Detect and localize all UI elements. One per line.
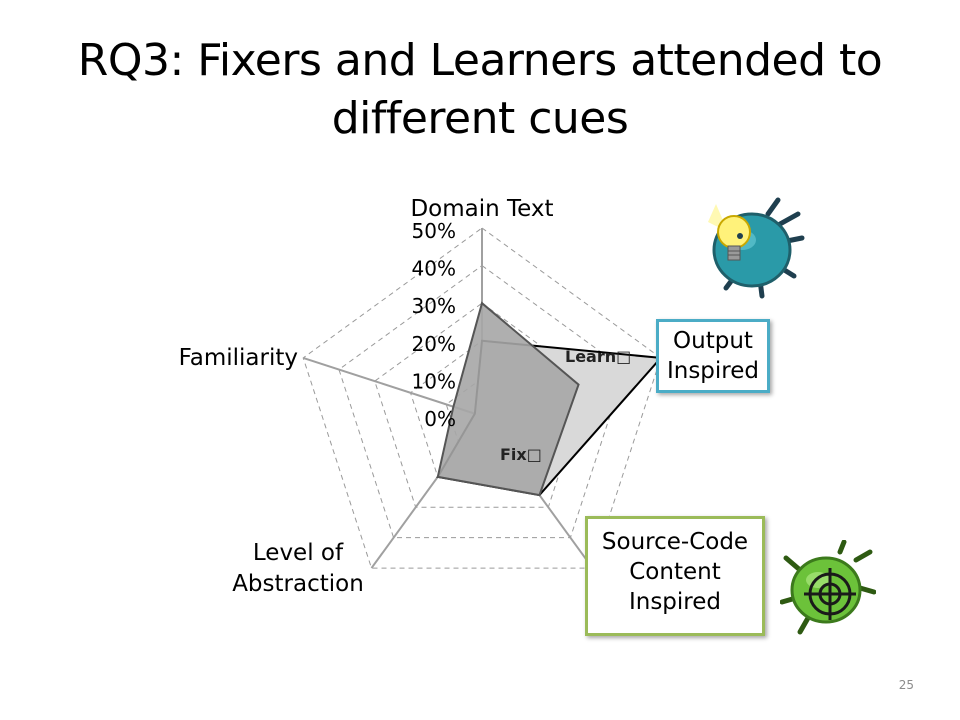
output-inspired-line-1: Output [673, 328, 753, 354]
page-number: 25 [898, 678, 914, 692]
output-inspired-line-2: Inspired [666, 358, 760, 384]
axis-label: Familiarity [179, 345, 298, 371]
radar-labels: Learn□ Fix□ 0% 10% 20% 30% 40% 50%Domain TextLe… [179, 196, 632, 597]
tick-label: 10% [412, 369, 456, 393]
source-code-inspired-line-1: Source-Code [601, 529, 749, 555]
grid-ring [302, 227, 662, 569]
slide-title-line-1: RQ3: Fixers and Learners attended to [77, 35, 883, 86]
axis-spoke [302, 356, 483, 417]
tick-label: 50% [412, 219, 456, 243]
lightbulb-bug-icon [708, 197, 805, 299]
tick-label: 0% [424, 407, 456, 431]
slide-title: RQ3: Fixers and Learners attended to dif… [40, 32, 920, 148]
axis-label: Level of [253, 540, 344, 566]
source-code-inspired-callout: Source-Code Content Inspired [585, 516, 765, 636]
slide-title-line-2: different cues [331, 93, 629, 144]
source-code-inspired-line-3: Inspired [628, 589, 722, 615]
tick-label: 30% [412, 294, 456, 318]
output-inspired-callout: Output Inspired [656, 319, 770, 393]
series-fix-polygon [436, 301, 580, 497]
radar-series [436, 301, 663, 497]
tick-label: 40% [412, 257, 456, 281]
tick-label: 20% [412, 332, 456, 356]
source-code-inspired-line-2: Content [629, 559, 721, 585]
target-bug-icon [780, 540, 876, 635]
series-label-fix: Fix□ [500, 445, 542, 464]
axis-label: Abstraction [232, 571, 364, 597]
series-label-learn: Learn□ [565, 347, 631, 366]
axis-label: Domain Text [410, 196, 553, 222]
